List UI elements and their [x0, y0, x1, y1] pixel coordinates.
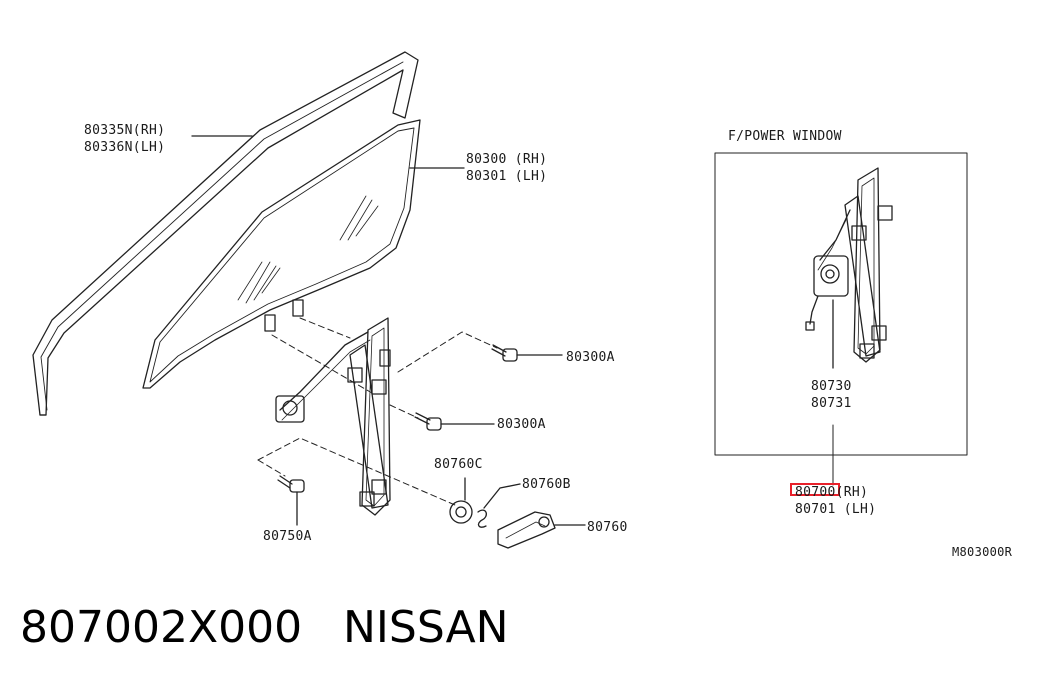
washer-80760c	[449, 477, 473, 524]
exploded-parts-diagram	[32, 51, 968, 549]
label-clip: 80760B	[522, 477, 571, 492]
label-regulator-lh: 80701 (LH)	[795, 502, 877, 517]
bolt-80300a-lower	[414, 412, 495, 431]
label-glass-lh: 80301 (LH)	[466, 169, 548, 184]
bolt-80750a	[277, 475, 305, 526]
part-number: 807002X000	[20, 602, 303, 653]
regulator-handle-80760	[497, 511, 586, 549]
label-bolt-80750a: 80750A	[263, 529, 312, 544]
label-motor-lh: 80731	[811, 396, 852, 411]
label-bolt-80300a-lower: 80300A	[497, 417, 546, 432]
brand-name: NISSAN	[343, 602, 509, 653]
label-washer: 80760C	[434, 457, 483, 472]
highlight-box	[790, 483, 840, 496]
glass-run-moulding	[32, 51, 419, 416]
assembly-leaders	[257, 317, 498, 506]
inset-title: F/POWER WINDOW	[728, 129, 842, 144]
door-glass	[142, 119, 421, 389]
diagram-code: M803000R	[952, 545, 1013, 559]
label-mould-rh: 80335N(RH)	[84, 123, 166, 138]
label-motor-rh: 80730	[811, 379, 852, 394]
label-mould-lh: 80336N(LH)	[84, 140, 166, 155]
bolt-80300a-upper	[491, 344, 563, 362]
clip-80760b	[477, 483, 521, 528]
label-bolt-80300a-upper: 80300A	[566, 350, 615, 365]
label-handle: 80760	[587, 520, 628, 535]
window-regulator-manual	[275, 317, 391, 516]
label-regulator-rh: 80700(RH)	[795, 485, 869, 500]
label-glass-rh: 80300 (RH)	[466, 152, 548, 167]
inset-power-window	[714, 152, 968, 486]
